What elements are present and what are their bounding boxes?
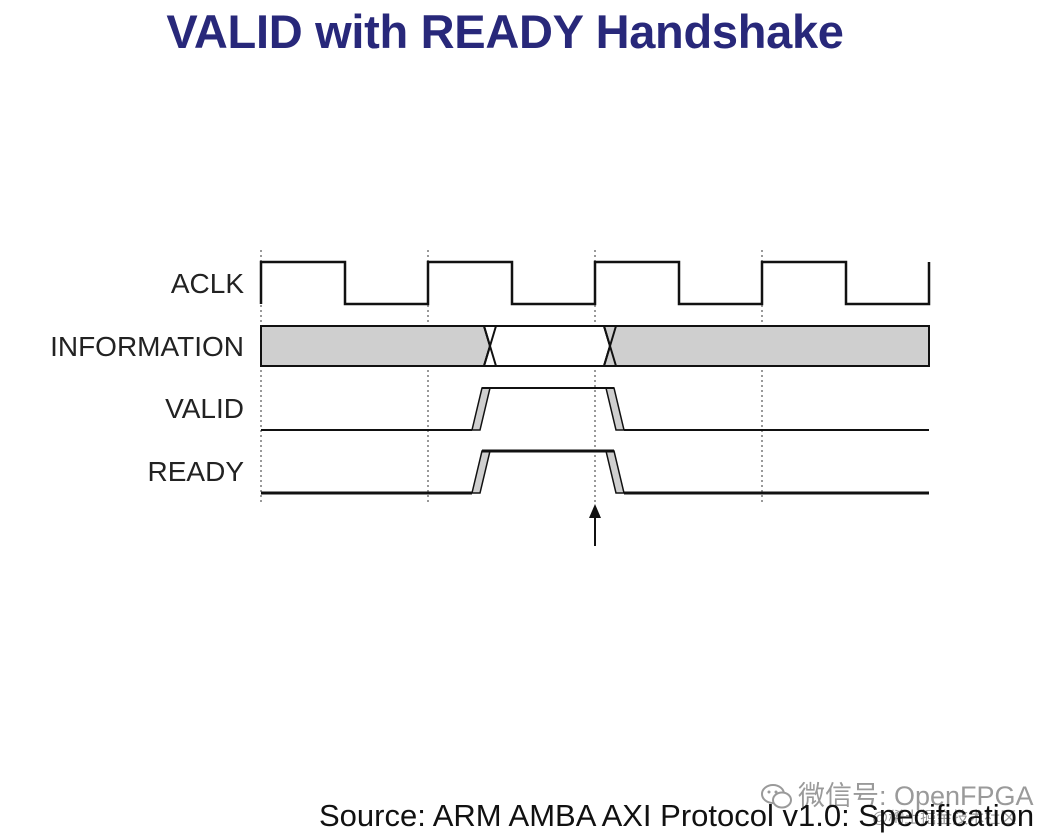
watermark: 微信号: OpenFPGA @稀土掘金技术社区 <box>760 772 1056 832</box>
valid-fall-uncertainty <box>605 387 625 431</box>
signal-label-information: INFORMATION <box>50 331 244 362</box>
signal-label-aclk: ACLK <box>171 268 244 299</box>
ready-fall-uncertainty <box>605 450 625 494</box>
wechat-icon <box>761 784 792 809</box>
ready-waveform <box>261 449 929 495</box>
valid-waveform <box>261 387 929 431</box>
ready-rise-uncertainty <box>471 450 491 494</box>
valid-rise-uncertainty <box>471 387 491 431</box>
source-caption: Source: ARM AMBA AXI Protocol v1.0: Spec… <box>319 798 1035 833</box>
transfer-arrow-icon <box>589 504 601 546</box>
signal-label-ready: READY <box>148 456 245 487</box>
watermark-line-1: 微信号: OpenFPGA <box>798 781 1034 811</box>
aclk-waveform <box>259 260 931 306</box>
watermark-line-2: @稀土掘金技术社区 <box>872 810 1017 827</box>
information-invalid-segment-2 <box>602 325 930 367</box>
information-invalid-segment-1 <box>260 325 492 367</box>
information-valid-segment <box>482 325 612 367</box>
page-title: VALID with READY Handshake <box>166 5 844 58</box>
signal-label-valid: VALID <box>165 393 244 424</box>
information-waveform <box>260 325 930 367</box>
